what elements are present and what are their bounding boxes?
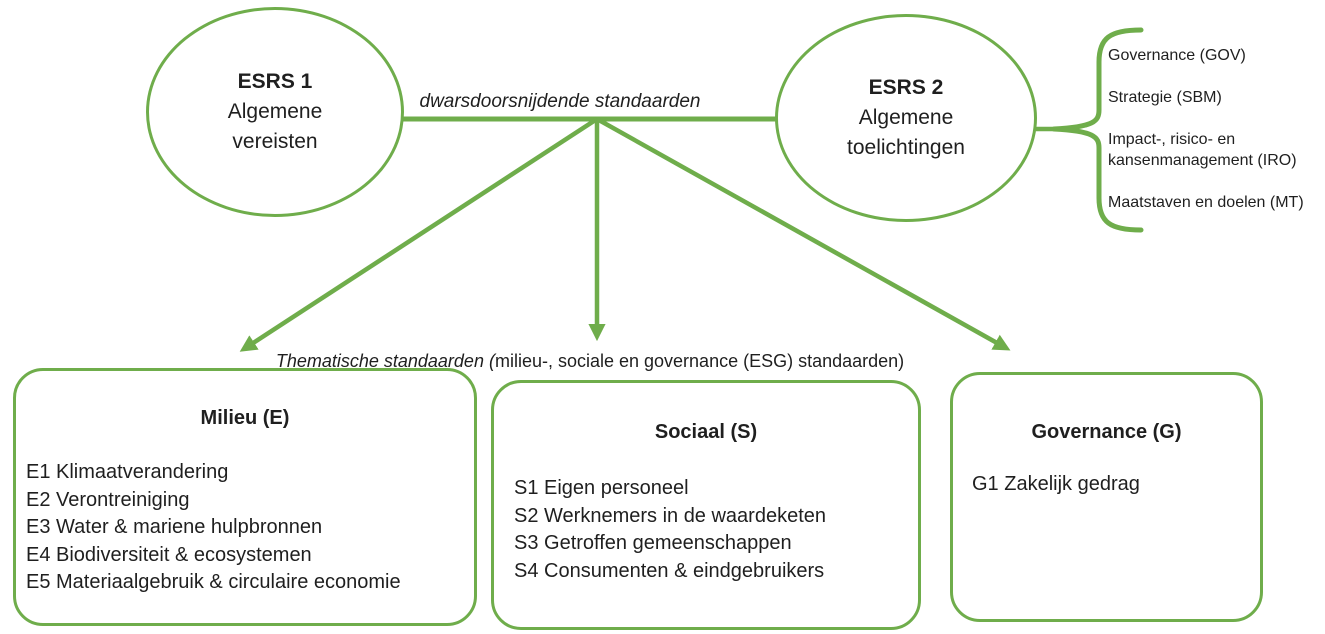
sociaal-box-title: Sociaal (S) [654,421,758,443]
esrs1-node: ESRS 1 Algemene vereisten [146,7,404,217]
curly-brace [1051,27,1144,233]
arrow-to-milieu-box [239,117,599,352]
esrs1-title: ESRS 1 [237,70,313,93]
esrs1-subtitle-line1: Algemene [227,100,323,123]
milieu-box-title: Milieu (E) [200,407,290,429]
list-item-s3: S3 Getroffen gemeenschappen [514,532,792,554]
list-item-e5: E5 Materiaalgebruik & circulaire economi… [26,571,401,593]
esrs2-title: ESRS 2 [868,76,944,99]
cross-cutting-standards-label: dwarsdoorsnijdende standaarden [419,91,701,112]
list-item-strategie-sbm: Strategie (SBM) [1108,89,1222,106]
list-item-maatstaven-mt: Maatstaven en doelen (MT) [1108,194,1304,211]
sociaal-box-items: S1 Eigen personeel S2 Werknemers in de w… [514,475,826,585]
esrs2-node: ESRS 2 Algemene toelichtingen [775,14,1037,222]
list-item-g1: G1 Zakelijk gedrag [972,473,1140,495]
list-item-e3: E3 Water & mariene hulpbronnen [26,516,323,538]
governance-box-title: Governance (G) [1031,421,1182,443]
list-item-e4: E4 Biodiversiteit & ecosystemen [26,543,312,566]
list-item-e1: E1 Klimaatverandering [26,461,229,483]
list-item-iro: Impact-, risico- en kansenmanagement (IR… [1108,131,1297,169]
esrs2-subtitle-line2: toelichtingen [847,136,965,159]
thematic-label-regular-part: milieu-, sociale en governance (ESG) sta… [494,351,905,371]
esrs2-breakdown-list: Governance (GOV) Strategie (SBM) Impact-… [1108,45,1313,213]
arrow-to-governance-box [595,117,1011,351]
list-item-s4: S4 Consumenten & eindgebruikers [514,559,825,582]
esrs1-subtitle-line2: vereisten [232,130,318,153]
governance-box-items: G1 Zakelijk gedrag [972,471,1140,499]
sociaal-box: Sociaal (S) S1 Eigen personeel S2 Werkne… [491,380,921,630]
governance-box: Governance (G) G1 Zakelijk gedrag [950,372,1263,622]
list-item-s1: S1 Eigen personeel [514,477,689,499]
thematic-standards-label: Thematische standaarden (milieu-, social… [230,351,950,372]
list-item-s2: S2 Werknemers in de waardeketen [514,504,827,527]
list-item-governance-gov: Governance (GOV) [1108,47,1246,64]
esrs2-subtitle-line1: Algemene [858,106,954,129]
list-item-e2: E2 Verontreiniging [26,488,190,511]
milieu-box: Milieu (E) E1 Klimaatverandering E2 Vero… [13,368,477,626]
thematic-label-italic-part: Thematische standaarden ( [275,351,495,371]
milieu-box-items: E1 Klimaatverandering E2 Verontreiniging… [26,459,401,597]
